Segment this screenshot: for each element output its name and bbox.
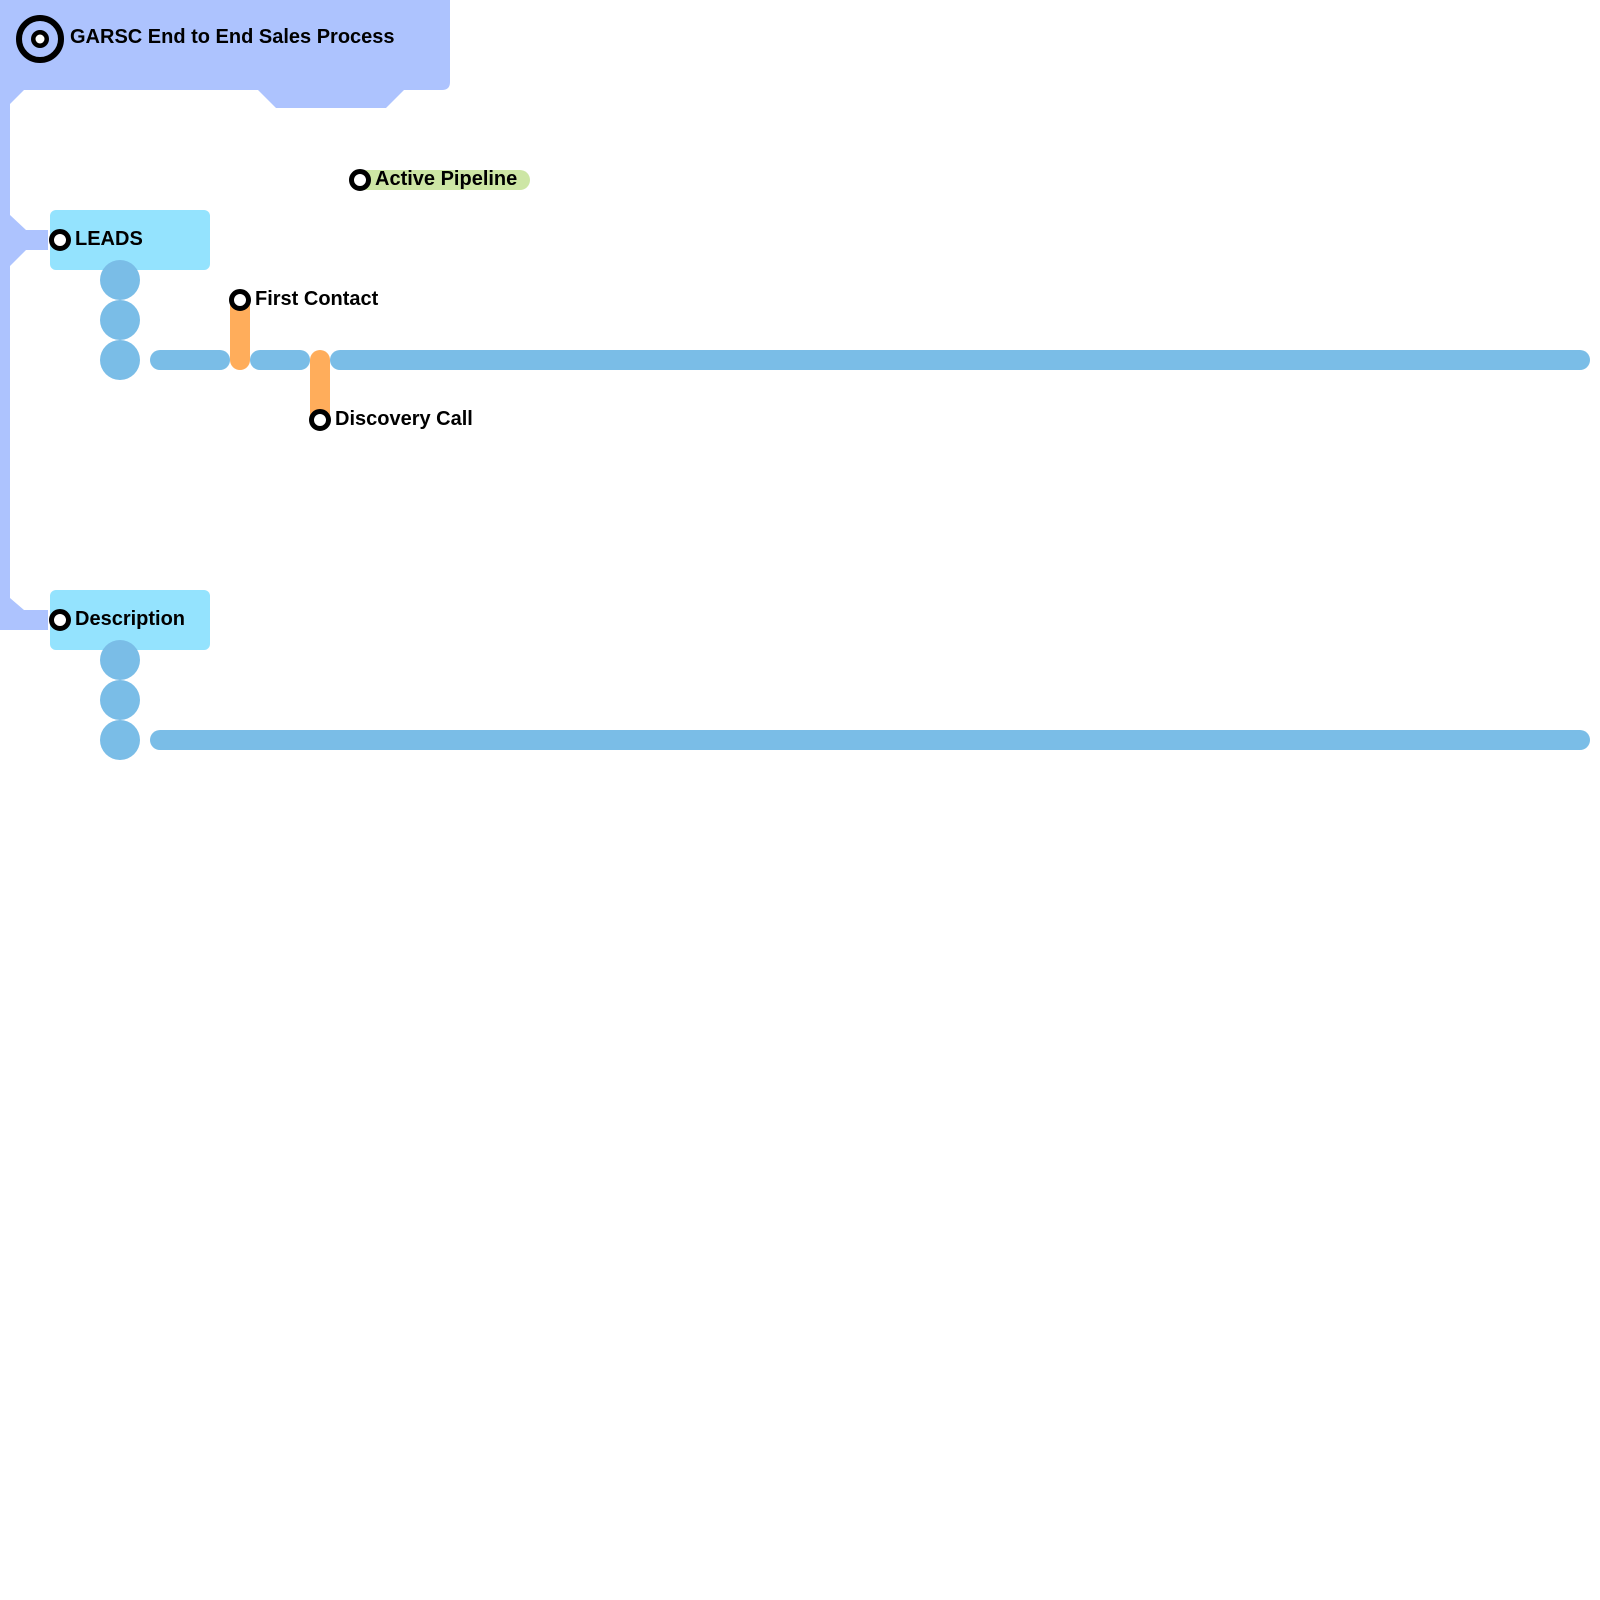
track-node bbox=[100, 260, 140, 300]
section-label-leads[interactable]: LEADS bbox=[75, 228, 143, 250]
station-marker-active-pipeline[interactable] bbox=[349, 169, 371, 191]
station-marker-description[interactable] bbox=[49, 609, 71, 631]
track-node bbox=[100, 340, 140, 380]
header-frame bbox=[0, 0, 450, 630]
station-marker-discovery-call[interactable] bbox=[309, 409, 331, 431]
station-label-discovery-call[interactable]: Discovery Call bbox=[335, 408, 473, 430]
section-box-description bbox=[50, 590, 210, 650]
station-label-first-contact[interactable]: First Contact bbox=[255, 288, 379, 310]
leads-connector bbox=[10, 215, 48, 266]
track-node bbox=[100, 680, 140, 720]
diagram-title: GARSC End to End Sales Process bbox=[70, 26, 395, 48]
track-node bbox=[100, 300, 140, 340]
station-label-active-pipeline[interactable]: Active Pipeline bbox=[375, 168, 518, 190]
track-node bbox=[100, 720, 140, 760]
pipeline-badge-bg bbox=[352, 170, 530, 190]
track-node bbox=[100, 640, 140, 680]
section-label-description[interactable]: Description bbox=[75, 608, 186, 630]
target-icon bbox=[16, 15, 64, 63]
section-box-leads bbox=[50, 210, 210, 270]
station-marker-leads[interactable] bbox=[49, 229, 71, 251]
station-marker-first-contact[interactable] bbox=[229, 289, 251, 311]
